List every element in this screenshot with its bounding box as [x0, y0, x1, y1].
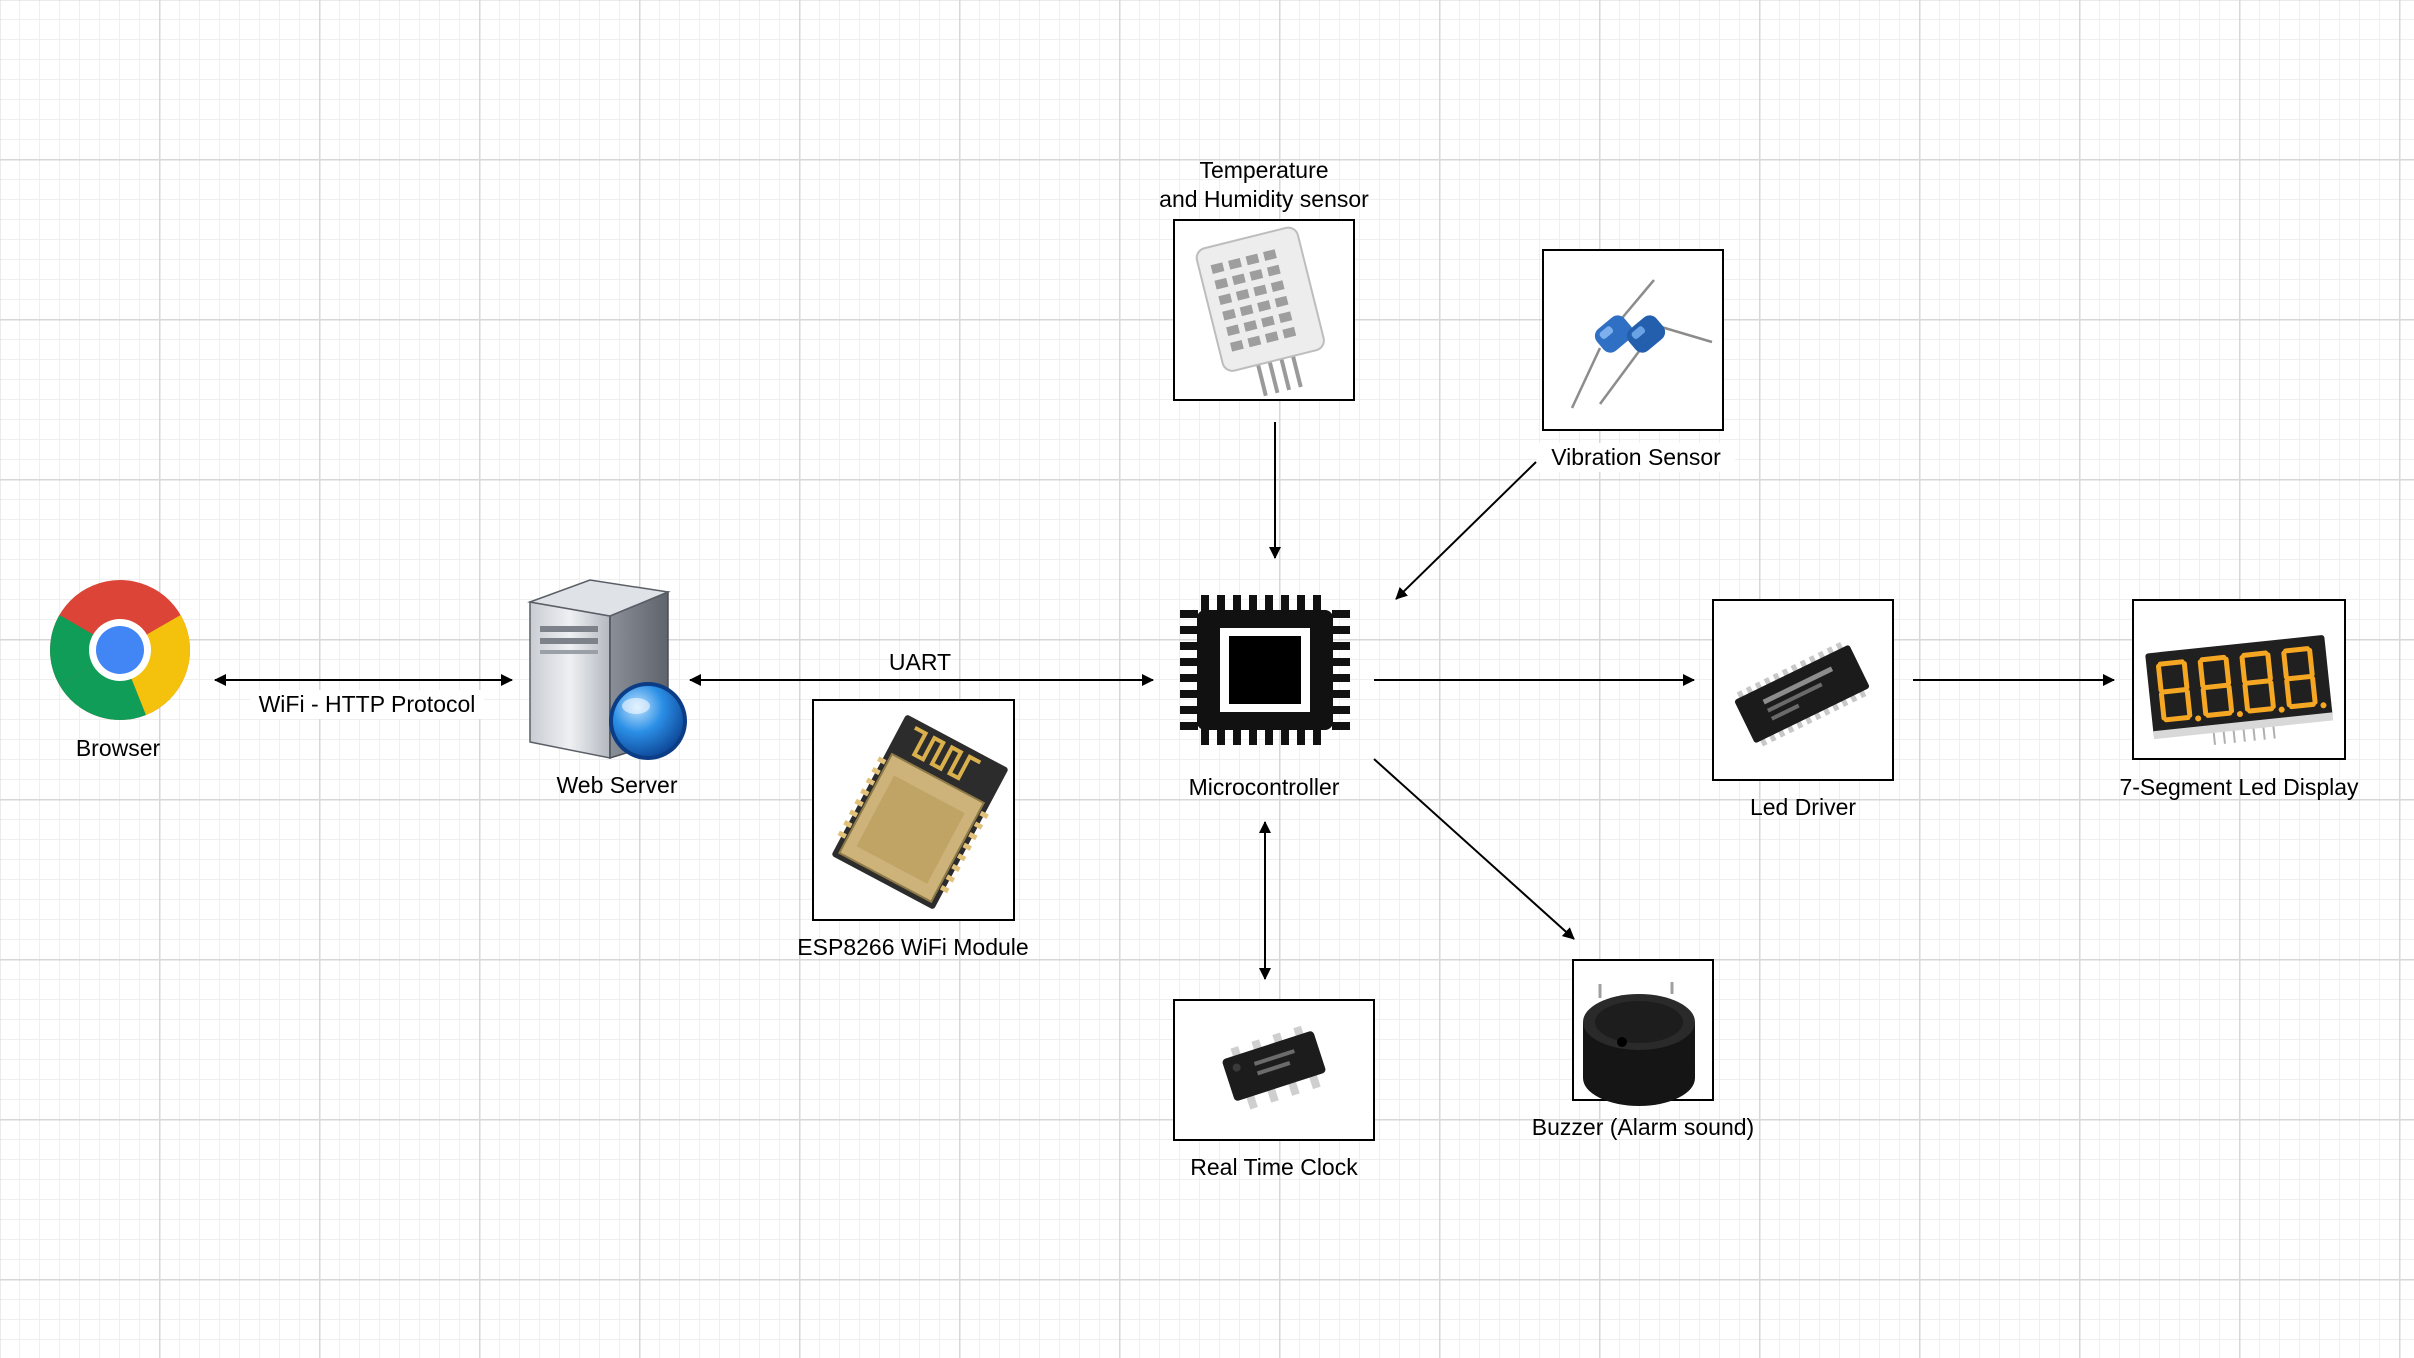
temp-sensor-label-line2: and Humidity sensor — [1159, 186, 1369, 212]
microcontroller-chip-icon[interactable] — [1180, 595, 1350, 745]
temp-sensor-label-line1: Temperature — [1199, 157, 1329, 183]
buzzer-box[interactable] — [1572, 959, 1714, 1106]
dht-sensor-icon — [1195, 226, 1325, 397]
buzzer-label: Buzzer (Alarm sound) — [1531, 1114, 1755, 1140]
chrome-browser-icon[interactable] — [50, 580, 190, 720]
web-server-label: Web Server — [556, 772, 678, 798]
rtc-chip-icon — [1222, 1025, 1326, 1110]
microcontroller-label: Microcontroller — [1188, 774, 1340, 800]
rtc-box[interactable] — [1173, 999, 1375, 1141]
edge-mcu-buzzer — [1373, 758, 1575, 940]
led-driver-chip-icon — [1734, 642, 1870, 747]
vibration-sensor-icon — [1570, 279, 1713, 409]
seven-segment-display-icon — [2145, 635, 2334, 745]
temp-sensor-box[interactable] — [1173, 219, 1355, 404]
buzzer-icon — [1583, 982, 1695, 1106]
led-driver-label: Led Driver — [1749, 794, 1857, 820]
vibration-sensor-label: Vibration Sensor — [1537, 443, 1735, 472]
edge-label-uart: UART — [888, 649, 952, 675]
led-driver-box[interactable] — [1712, 599, 1894, 781]
rtc-label: Real Time Clock — [1190, 1154, 1358, 1180]
edge-label-wifi-http: WiFi - HTTP Protocol — [250, 690, 484, 719]
seven-segment-label: 7-Segment Led Display — [2119, 774, 2359, 800]
web-server-icon[interactable] — [527, 579, 687, 760]
browser-label: Browser — [75, 735, 161, 761]
esp8266-module-icon — [832, 715, 1008, 909]
edge-vibration-mcu — [1395, 461, 1537, 600]
vibration-sensor-box[interactable] — [1542, 249, 1724, 431]
seven-segment-box[interactable] — [2132, 599, 2346, 760]
esp8266-label: ESP8266 WiFi Module — [797, 934, 1029, 960]
edges — [214, 422, 2115, 980]
esp8266-module-box[interactable] — [812, 699, 1015, 921]
